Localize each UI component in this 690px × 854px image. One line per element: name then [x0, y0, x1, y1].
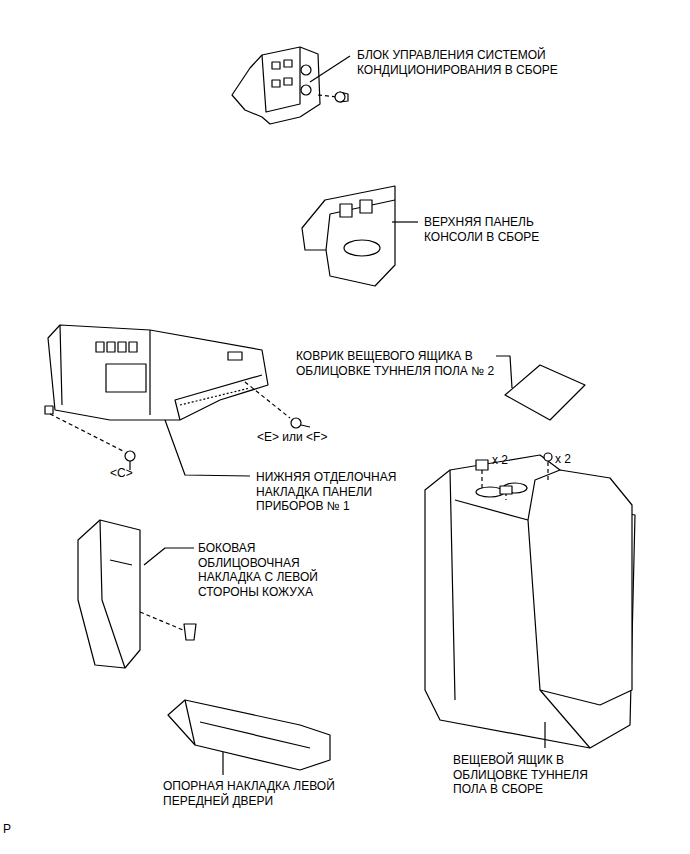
figure-code: P: [3, 822, 23, 837]
part-label: ВЕРХНЯЯ ПАНЕЛЬ КОНСОЛИ В СБОРЕ: [424, 215, 554, 244]
part-label: ВЕЩЕВОЙ ЯЩИК В ОБЛИЦОВКЕ ТУННЕЛЯ ПОЛА В …: [453, 753, 608, 797]
part-label: КОВРИК ВЕЩЕВОГО ЯЩИКА В ОБЛИЦОВКЕ ТУННЕЛ…: [296, 349, 501, 378]
ac-control-unit: [232, 47, 350, 124]
side-trim: [78, 520, 196, 668]
quantity-label: x 2: [555, 452, 585, 467]
part-label: ОПОРНАЯ НАКЛАДКА ЛЕВОЙ ПЕРЕДНЕЙ ДВЕРИ: [163, 779, 363, 808]
connector-code: <E> или <F>: [257, 430, 347, 445]
quantity-label: x 2: [492, 453, 522, 468]
connector-code: <C>: [110, 466, 150, 481]
upper-console-panel: [302, 186, 418, 286]
part-label: БЛОК УПРАВЛЕНИЯ СИСТЕМОЙ КОНДИЦИОНИРОВАН…: [357, 48, 627, 77]
part-label: БОКОВАЯ ОБЛИЦОВОЧНАЯ НАКЛАДКА С ЛЕВОЙ СТ…: [198, 541, 333, 599]
console-box: [425, 453, 635, 748]
scuff-plate: [168, 700, 330, 775]
part-label: НИЖНЯЯ ОТДЕЛОЧНАЯ НАКЛАДКА ПАНЕЛИ ПРИБОР…: [256, 470, 416, 514]
mat: [496, 356, 585, 420]
lower-panel-finish: [45, 325, 310, 476]
